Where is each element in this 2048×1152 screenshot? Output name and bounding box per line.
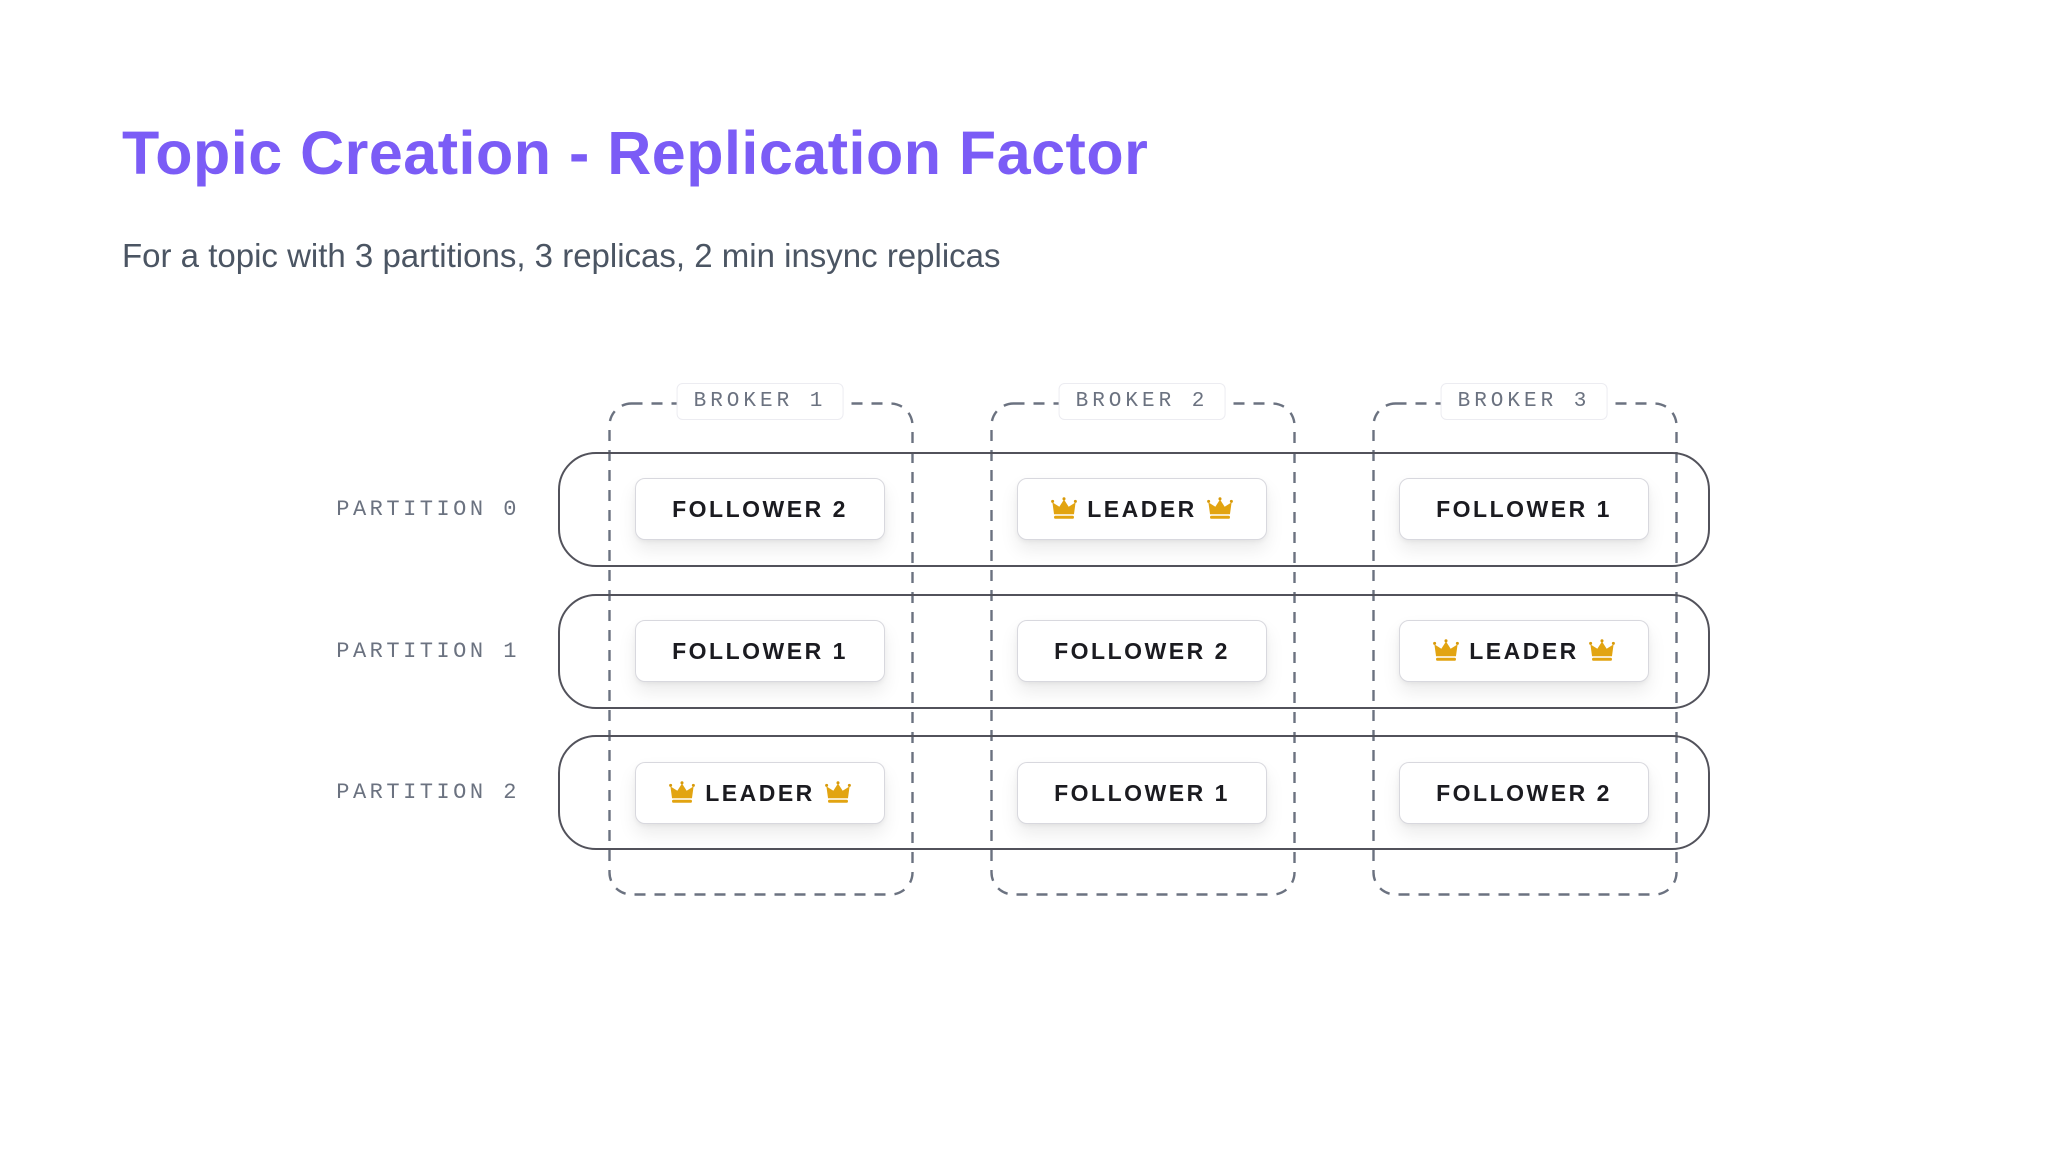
broker-label-1: BROKER 1 bbox=[676, 383, 844, 420]
replica-cell-p2-b1: LEADER bbox=[635, 762, 885, 824]
replica-label: LEADER bbox=[1087, 495, 1197, 522]
replica-label: FOLLOWER 1 bbox=[1054, 779, 1230, 806]
partition-label-0: PARTITION 0 bbox=[336, 497, 520, 522]
replica-cell-p1-b2: FOLLOWER 2 bbox=[1017, 620, 1267, 682]
replica-cell-p1-b3: LEADER bbox=[1399, 620, 1649, 682]
replica-label: FOLLOWER 2 bbox=[672, 495, 848, 522]
broker-label-2: BROKER 2 bbox=[1058, 383, 1226, 420]
crown-icon bbox=[669, 781, 696, 805]
page-title: Topic Creation - Replication Factor bbox=[122, 119, 1149, 187]
replica-cell-p0-b1: FOLLOWER 2 bbox=[635, 478, 885, 540]
partition-row-2 bbox=[558, 735, 1710, 850]
broker-label-3: BROKER 3 bbox=[1440, 383, 1608, 420]
replica-label: LEADER bbox=[705, 779, 815, 806]
replica-cell-p1-b1: FOLLOWER 1 bbox=[635, 620, 885, 682]
partition-row-1 bbox=[558, 594, 1710, 709]
crown-icon bbox=[1206, 497, 1233, 521]
replica-label: LEADER bbox=[1469, 637, 1579, 664]
replica-cell-p2-b2: FOLLOWER 1 bbox=[1017, 762, 1267, 824]
crown-icon bbox=[824, 781, 851, 805]
replica-cell-p0-b2: LEADER bbox=[1017, 478, 1267, 540]
page-subtitle: For a topic with 3 partitions, 3 replica… bbox=[122, 237, 1001, 274]
replica-label: FOLLOWER 2 bbox=[1436, 779, 1612, 806]
replica-label: FOLLOWER 1 bbox=[672, 637, 848, 664]
crown-icon bbox=[1588, 639, 1615, 663]
crown-icon bbox=[1051, 497, 1078, 521]
replica-cell-p2-b3: FOLLOWER 2 bbox=[1399, 762, 1649, 824]
crown-icon bbox=[1433, 639, 1460, 663]
replica-cell-p0-b3: FOLLOWER 1 bbox=[1399, 478, 1649, 540]
partition-label-2: PARTITION 2 bbox=[336, 780, 520, 805]
partition-label-1: PARTITION 1 bbox=[336, 639, 520, 664]
partition-row-0 bbox=[558, 452, 1710, 567]
replica-label: FOLLOWER 2 bbox=[1054, 637, 1230, 664]
replica-label: FOLLOWER 1 bbox=[1436, 495, 1612, 522]
